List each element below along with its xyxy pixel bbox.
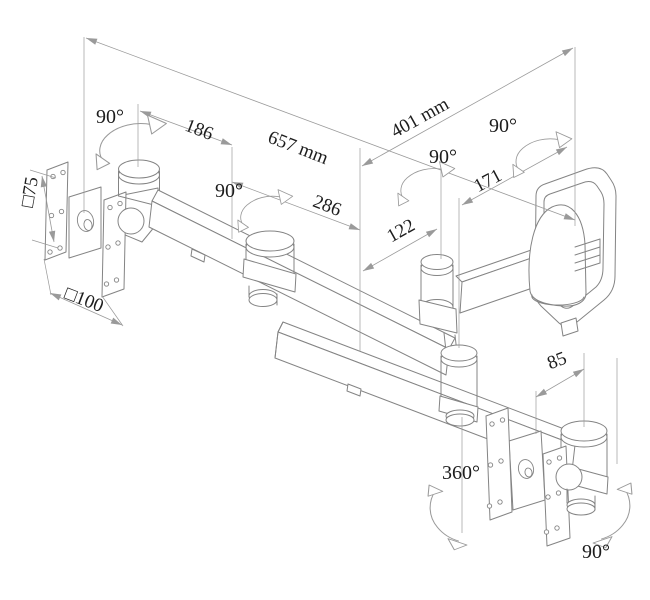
left-vesa-bracket: [44, 161, 161, 298]
dim-186-label: 186: [182, 115, 216, 145]
swivel-arrow-mid-pivot: [237, 189, 294, 233]
left-arm-pivot: [118, 159, 160, 207]
wall-mount-boss: [528, 204, 601, 337]
mid-pivot: [242, 230, 297, 307]
swivel-arrow-center-post: [397, 161, 456, 207]
dim-657-label: 657 mm: [265, 127, 331, 169]
rot-wall-pivot-label: 90°: [489, 115, 517, 137]
rot-left-pivot-label: 90°: [96, 106, 124, 128]
dimension-lines: [40, 37, 585, 398]
swivel-arrow-left-pivot: [95, 114, 167, 171]
extension-lines: [29, 37, 618, 533]
dim-286-label: 286: [310, 191, 344, 221]
dim-401-label: 401 mm: [387, 93, 452, 142]
swivel-arrow-wall-pivot: [512, 131, 573, 178]
dim-85-label: 85: [544, 348, 569, 374]
tilt-arrow-90: [592, 482, 633, 549]
rot-mid-pivot-label: 90°: [215, 180, 243, 202]
rot-center-post-label: 90°: [429, 146, 457, 168]
right-vesa-bracket: [485, 407, 609, 547]
tilt-arrow-360: [427, 484, 468, 551]
right-ball-joint: [555, 463, 583, 491]
rot-right-tilt-label: 90°: [582, 541, 610, 563]
vesa-75-label: □75: [17, 175, 43, 209]
cable-clip: [346, 383, 362, 397]
rot-360-label: 360°: [442, 462, 480, 484]
cable-clip: [190, 248, 206, 263]
wall-arm: [455, 246, 547, 314]
vesa-100-label: □100: [62, 283, 107, 317]
left-ball-joint: [117, 207, 145, 235]
